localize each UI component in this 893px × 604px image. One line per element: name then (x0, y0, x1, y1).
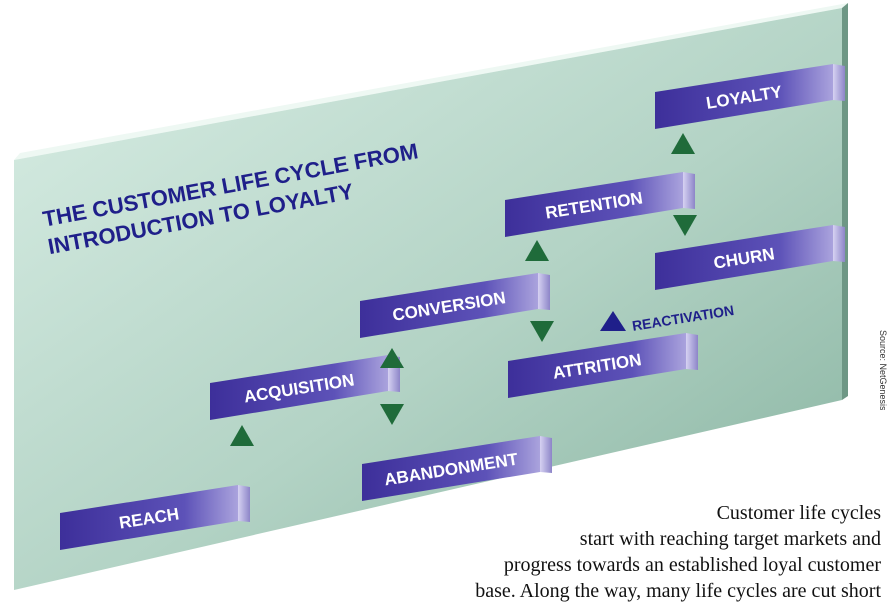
stage-retention: RETENTION (505, 172, 695, 237)
stage-loyalty: LOYALTY (655, 64, 845, 129)
board-side (842, 3, 848, 400)
arrow-down-conversion-attrition (530, 321, 554, 342)
board-top-edge (14, 3, 848, 160)
caption-line-1: Customer life cycles (716, 502, 881, 524)
source-text: Source: NetGenesis (878, 330, 888, 410)
caption-line-3: progress towards an established loyal cu… (503, 554, 881, 576)
caption-line-2: start with reaching target markets and (579, 528, 881, 550)
caption-line-4: base. Along the way, many life cycles ar… (475, 580, 881, 602)
stage-reach: REACH (60, 485, 250, 550)
stage-attrition: ATTRITION (508, 333, 698, 398)
arrow-up-reach-acquisition (230, 425, 254, 446)
caption: Customer life cycles start with reaching… (321, 500, 881, 604)
arrow-up-acquisition-conversion (380, 348, 404, 368)
arrow-down-retention-churn (673, 215, 697, 236)
source-note: Source: NetGenesis (872, 330, 892, 410)
arrow-down-acquisition-abandonment (380, 404, 404, 425)
arrow-up-conversion-retention (525, 240, 549, 261)
stage-churn: CHURN (655, 225, 845, 290)
life-cycle-diagram: THE CUSTOMER LIFE CYCLE FROM INTRODUCTIO… (14, 3, 848, 590)
arrow-up-reactivation (600, 311, 626, 331)
arrow-up-retention-loyalty (671, 133, 695, 154)
